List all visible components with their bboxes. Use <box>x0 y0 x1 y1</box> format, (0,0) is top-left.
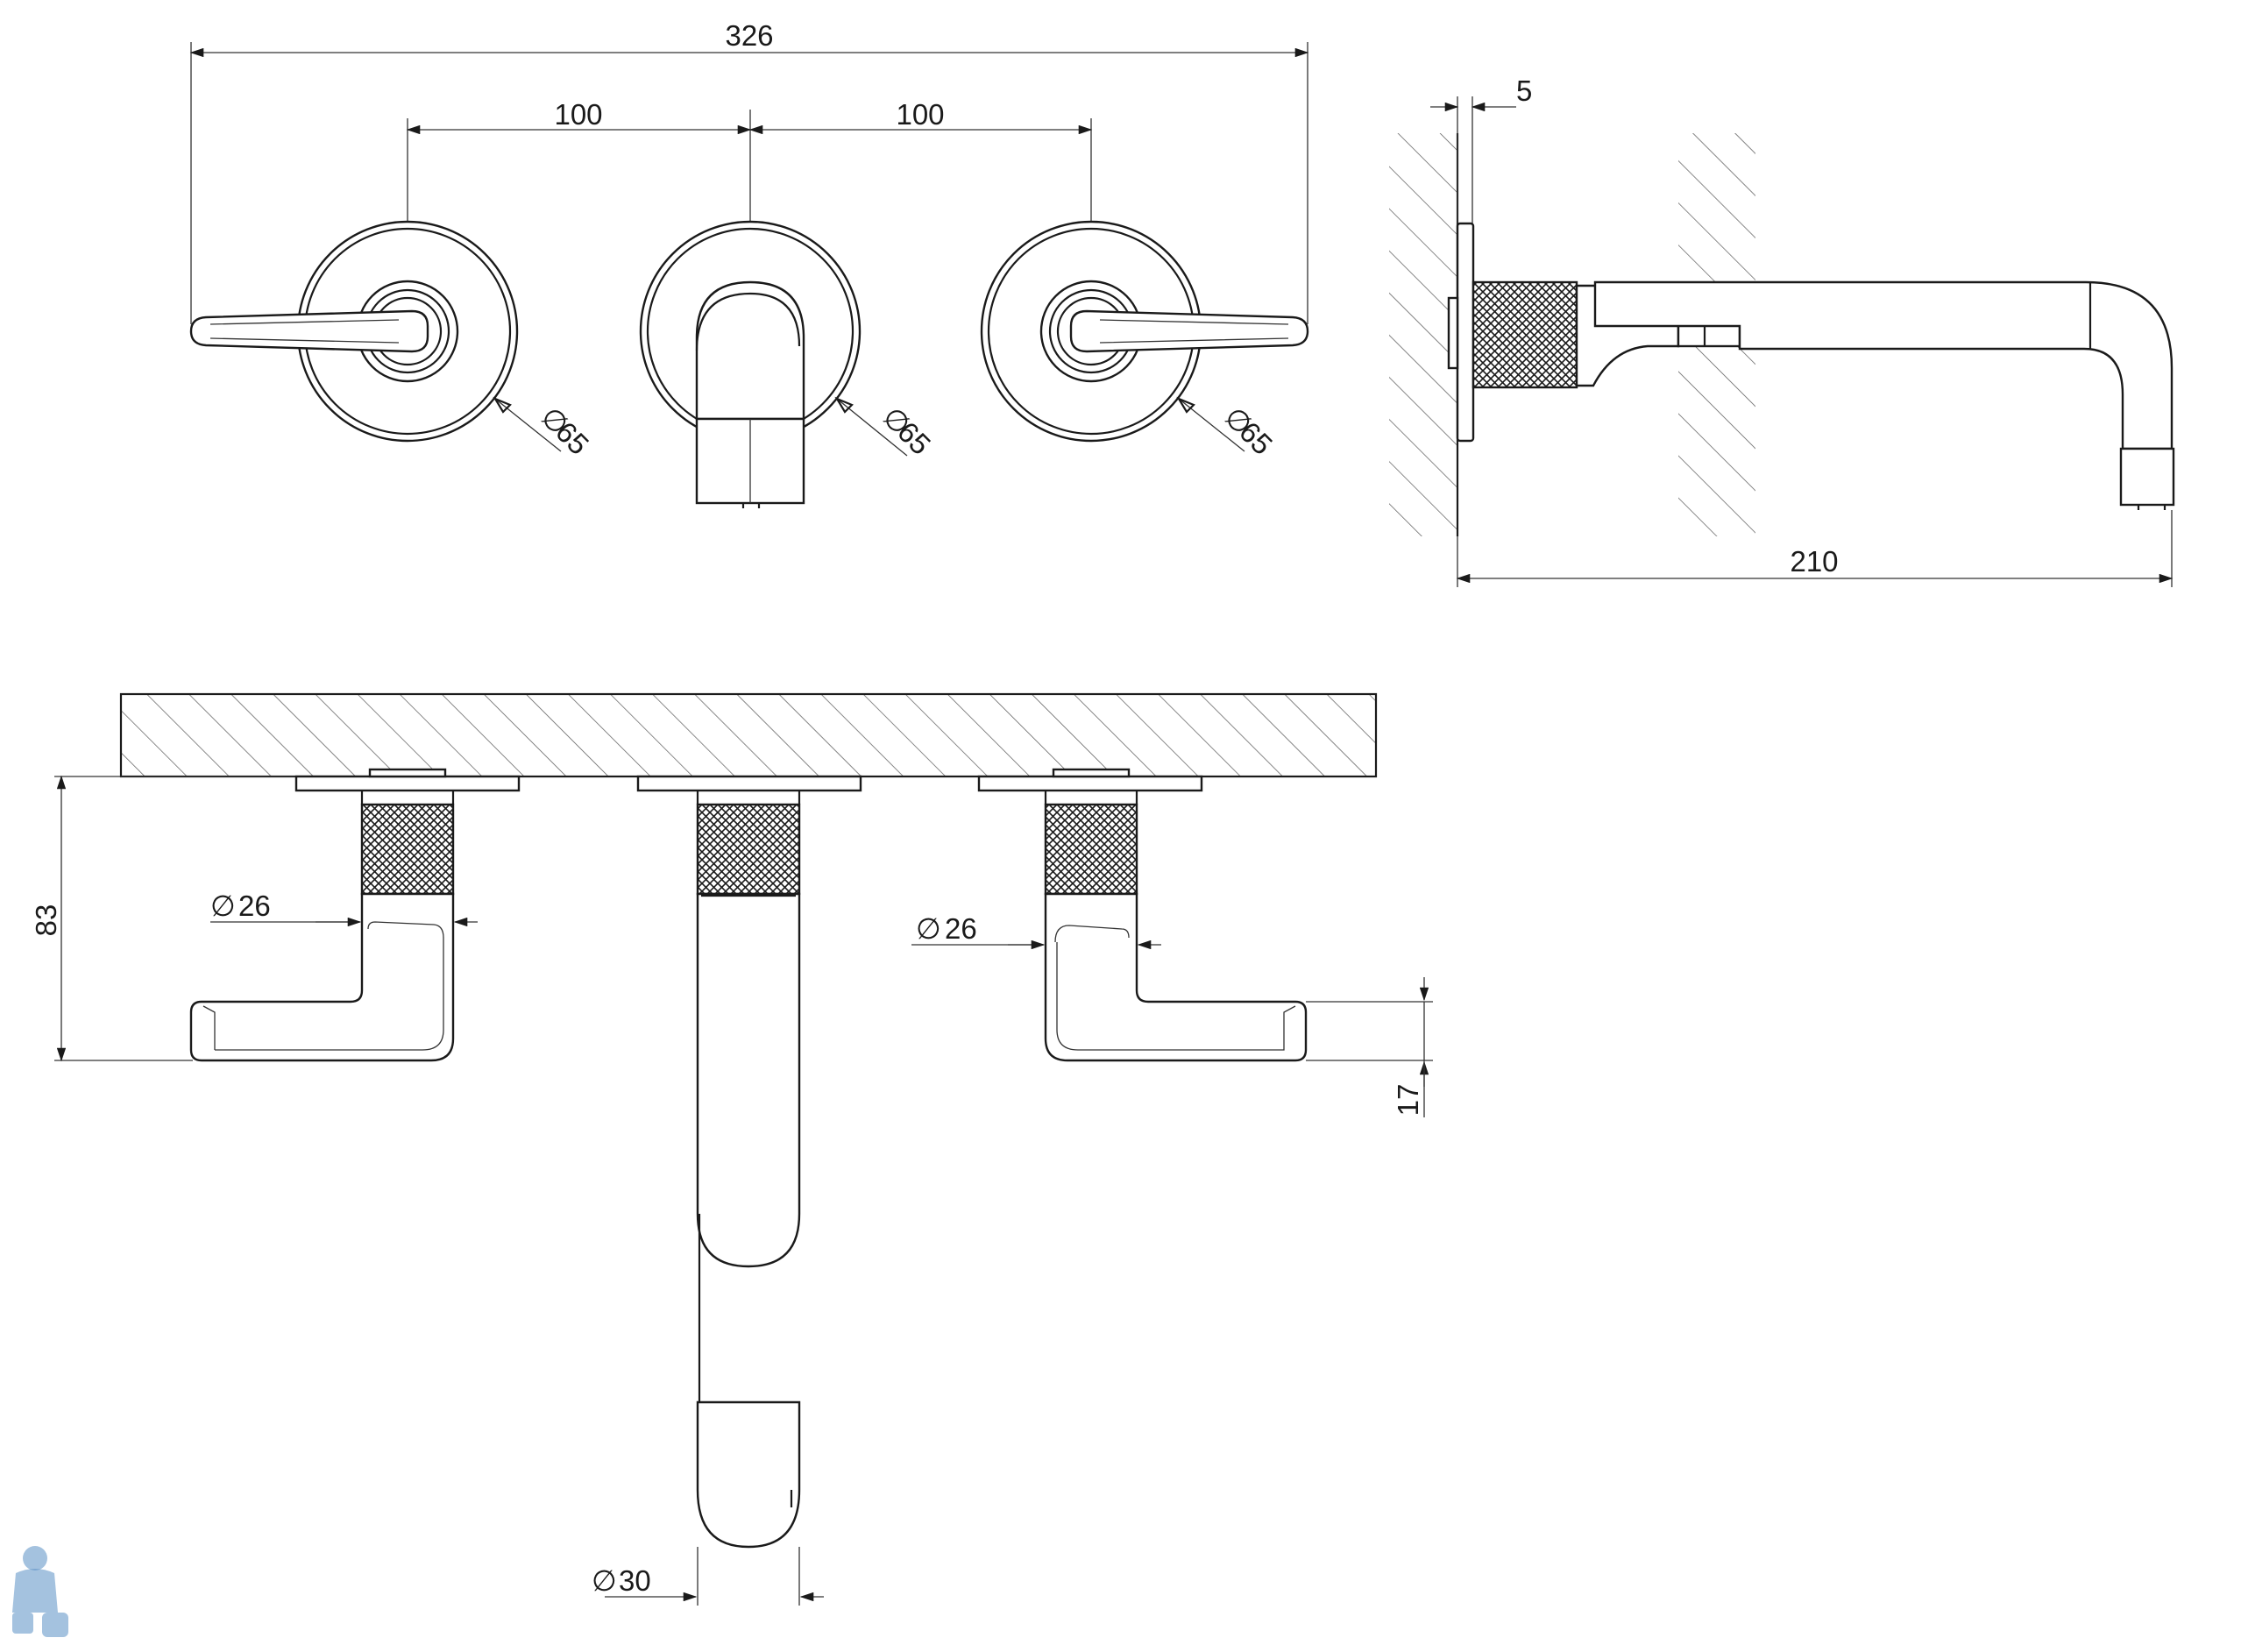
front-view: 326 100 100 ∅ 65 <box>189 19 1309 508</box>
left-spacing-dimension: 100 <box>554 98 602 131</box>
spout-dia-symbol: ∅ <box>592 1564 617 1597</box>
right-handle-top <box>977 768 1308 1062</box>
right-handle-front <box>980 220 1309 443</box>
handle-height-dimension: 83 <box>30 904 62 937</box>
wall-hatch-top <box>121 694 1376 776</box>
spout-dia-dimension: 30 <box>619 1564 651 1597</box>
right-spacing-dimension: 100 <box>896 98 944 131</box>
right-handle-dia-dimension: 26 <box>945 912 977 945</box>
overall-width-dimension: 326 <box>725 19 773 52</box>
left-handle-dia-dimension: 26 <box>238 890 271 922</box>
lever-thickness-dimension: 17 <box>1392 1084 1424 1117</box>
left-handle-dia-symbol: ∅ <box>210 890 236 922</box>
spout-top <box>636 775 862 1549</box>
wall-hatch-left <box>1389 133 1457 536</box>
spout-front <box>639 220 862 508</box>
top-view: 83 ∅ 26 <box>30 692 1433 1606</box>
spout-projection-dimension: 210 <box>1790 545 1838 578</box>
left-handle-top <box>189 768 521 1062</box>
plumber-mascot-icon <box>12 1546 68 1637</box>
right-handle-dia-symbol: ∅ <box>916 912 941 945</box>
left-handle-front <box>189 220 519 443</box>
side-view: 5 210 <box>1389 74 2175 587</box>
rosette-thickness-dimension: 5 <box>1516 74 1532 107</box>
